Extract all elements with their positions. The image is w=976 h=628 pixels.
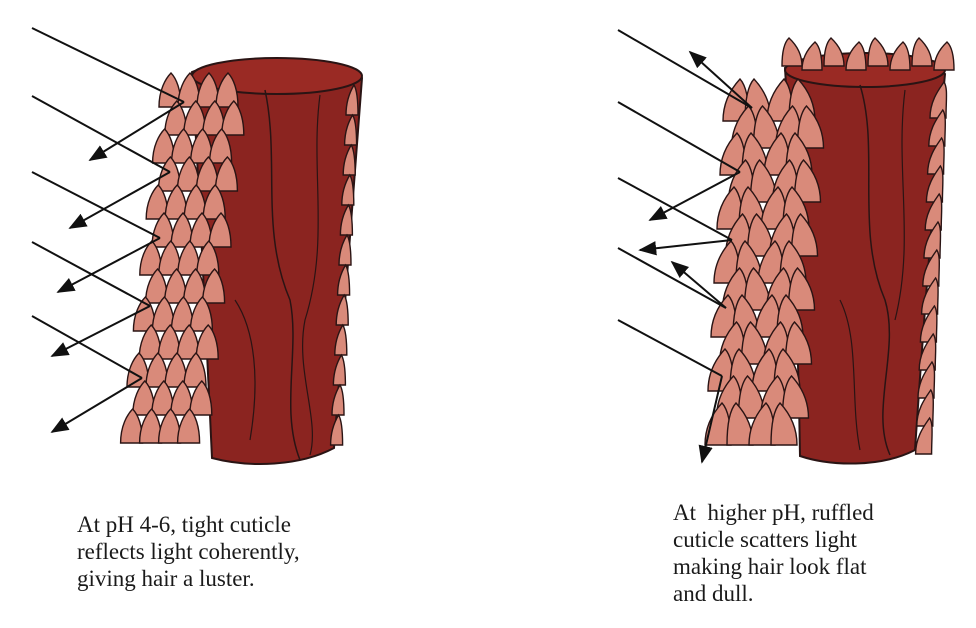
scattered-ray [698, 375, 723, 464]
cuticle-scale [928, 108, 946, 147]
cuticle-scale [215, 71, 239, 108]
caption-line: and dull. [673, 581, 754, 606]
reflected-ray [56, 237, 161, 293]
cuticle-scale [339, 203, 354, 236]
caption-ruffled-cuticle: At higher pH, ruffled cuticle scatters l… [673, 499, 874, 607]
cuticle-scale [176, 407, 201, 444]
cuticle-scale [770, 401, 798, 446]
cuticle-scale [202, 183, 226, 220]
cuticle-scale [923, 220, 942, 259]
cuticle-scale [195, 323, 219, 360]
incident-ray [31, 95, 171, 173]
scattered-light-rays [617, 29, 753, 464]
cuticle-scale [332, 353, 347, 386]
cuticle-scale [196, 239, 220, 276]
scattered-ray [638, 239, 733, 256]
cuticle-scale [329, 413, 344, 446]
cuticle-scale [918, 332, 937, 371]
cuticle-scale [781, 374, 810, 419]
reflected-ray [50, 305, 151, 357]
cuticle-scale [796, 104, 825, 149]
caption-tight-cuticle: At pH 4-6, tight cuticle reflects light … [77, 511, 300, 592]
scattered-ray [688, 50, 753, 109]
cuticle-scale [345, 83, 359, 116]
cuticle-scale [331, 383, 345, 416]
cuticle-scale [920, 276, 939, 315]
cuticle-scale [221, 99, 245, 136]
cuticle-scale [183, 351, 207, 388]
cuticle-scale [787, 266, 816, 311]
cuticle-scale [823, 37, 845, 67]
cuticle-scale [925, 164, 944, 203]
cuticle-scale [911, 37, 933, 67]
cuticle-scale [790, 212, 819, 257]
caption-line: cuticle scatters light [673, 527, 857, 552]
reflected-light-rays [31, 27, 185, 433]
cuticle-scale [341, 173, 355, 206]
cuticle-scale [189, 295, 214, 332]
caption-line: At higher pH, ruffled [673, 500, 874, 525]
cuticle-scale [916, 388, 934, 427]
ruffled-hair-strand [704, 37, 955, 465]
incident-ray [31, 27, 185, 103]
reflected-ray [88, 101, 185, 161]
reflected-ray [68, 171, 171, 229]
cuticle-scale [914, 416, 933, 455]
cuticle-scale [208, 127, 233, 164]
scattered-ray [670, 260, 727, 309]
caption-line: reflects light coherently, [77, 539, 300, 564]
cuticle-scale [801, 41, 823, 71]
cuticle-scale [784, 320, 813, 365]
incident-ray [31, 241, 151, 307]
cuticle-scale [845, 41, 867, 71]
cuticle-scale [919, 304, 938, 343]
smooth-hair-strand [119, 57, 364, 465]
cuticle-scale [867, 37, 889, 67]
caption-line: making hair look flat [673, 554, 867, 579]
incident-ray [617, 247, 727, 309]
cuticle-scale [926, 136, 945, 175]
cuticle-scale [924, 192, 943, 231]
cuticle-scale [336, 263, 351, 296]
incident-ray [617, 101, 741, 173]
cuticle-scale [917, 360, 936, 399]
cuticle-scale [781, 37, 803, 67]
cuticle-scale [214, 155, 239, 192]
incident-ray [617, 29, 753, 109]
cuticle-scale [334, 323, 348, 356]
cuticle-scale [189, 379, 213, 416]
cuticle-scale [929, 80, 948, 119]
cuticle-scale [342, 143, 356, 176]
cuticle-scale [208, 211, 232, 248]
scattered-ray [648, 171, 741, 221]
cuticle-scale [922, 248, 940, 287]
caption-line: At pH 4-6, tight cuticle [77, 512, 291, 537]
caption-line: giving hair a luster. [77, 566, 255, 591]
cuticle-scale [889, 41, 911, 71]
incident-ray [31, 171, 161, 239]
reflected-ray [50, 377, 143, 433]
cuticle-scale [201, 267, 226, 304]
incident-ray [617, 177, 733, 241]
cuticle-scale [793, 158, 822, 203]
cuticle-scale [335, 293, 349, 326]
incident-ray [31, 315, 143, 379]
cuticle-scale [933, 41, 955, 71]
incident-ray [617, 319, 723, 377]
cuticle-scale [343, 113, 358, 146]
cuticle-scale [338, 233, 352, 266]
